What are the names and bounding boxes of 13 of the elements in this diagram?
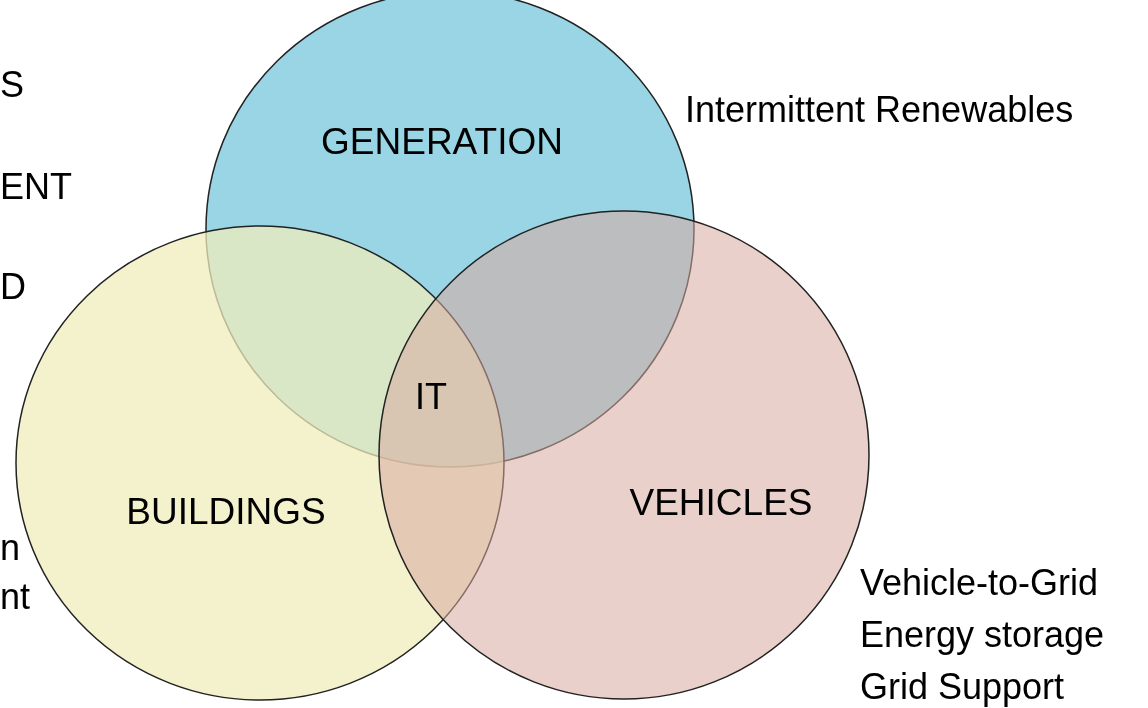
list-item: Energy storage bbox=[860, 615, 1105, 655]
circle-label: GENERATION bbox=[321, 121, 563, 163]
side-note: S bbox=[0, 65, 24, 105]
circle-label: VEHICLES bbox=[629, 482, 813, 524]
side-note: Intermittent Renewables bbox=[685, 90, 1074, 130]
overlap-label: IT bbox=[415, 377, 447, 417]
list-item: Vehicle-to-Grid bbox=[860, 563, 1099, 603]
circle-label: BUILDINGS bbox=[126, 491, 326, 533]
side-note: ENT bbox=[0, 167, 72, 207]
side-note: D bbox=[0, 267, 26, 307]
list-item: Grid Support bbox=[860, 667, 1065, 707]
side-note: nt bbox=[0, 577, 31, 617]
side-note: n bbox=[0, 528, 21, 568]
